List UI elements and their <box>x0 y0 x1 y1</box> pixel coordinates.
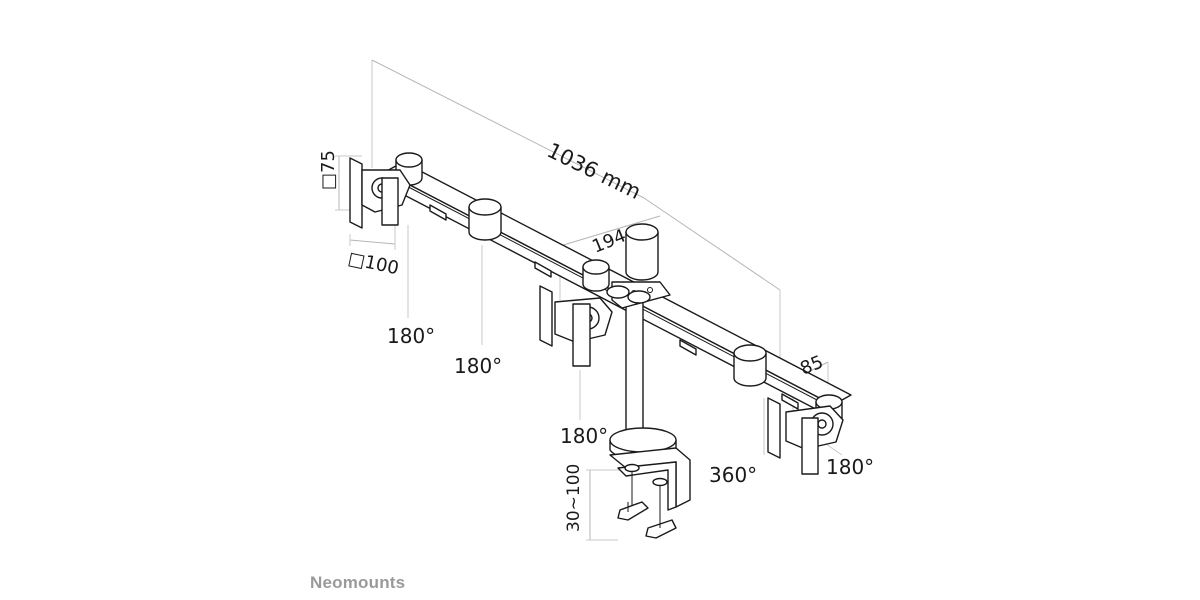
vesa-square-icon: □ <box>318 172 339 190</box>
left-tilt-label: 180° <box>387 324 436 348</box>
vesa-plate-right <box>767 397 844 475</box>
pole <box>606 223 671 449</box>
brand-logo: Neomounts <box>310 573 406 592</box>
center-swivel-label: 180° <box>560 424 609 448</box>
vesa-plate-left <box>349 157 411 229</box>
left-swivel-label: 180° <box>454 354 503 378</box>
vesa-small-label: □75 <box>318 150 339 190</box>
right-swivel-label: 180° <box>826 455 875 479</box>
desk-clamp <box>609 427 691 539</box>
clamp-range-label: 30~100 <box>564 463 584 532</box>
vesa-plate-center <box>539 285 613 367</box>
vesa-small-value: 75 <box>318 150 339 173</box>
right-rotation-label: 360° <box>709 463 758 487</box>
